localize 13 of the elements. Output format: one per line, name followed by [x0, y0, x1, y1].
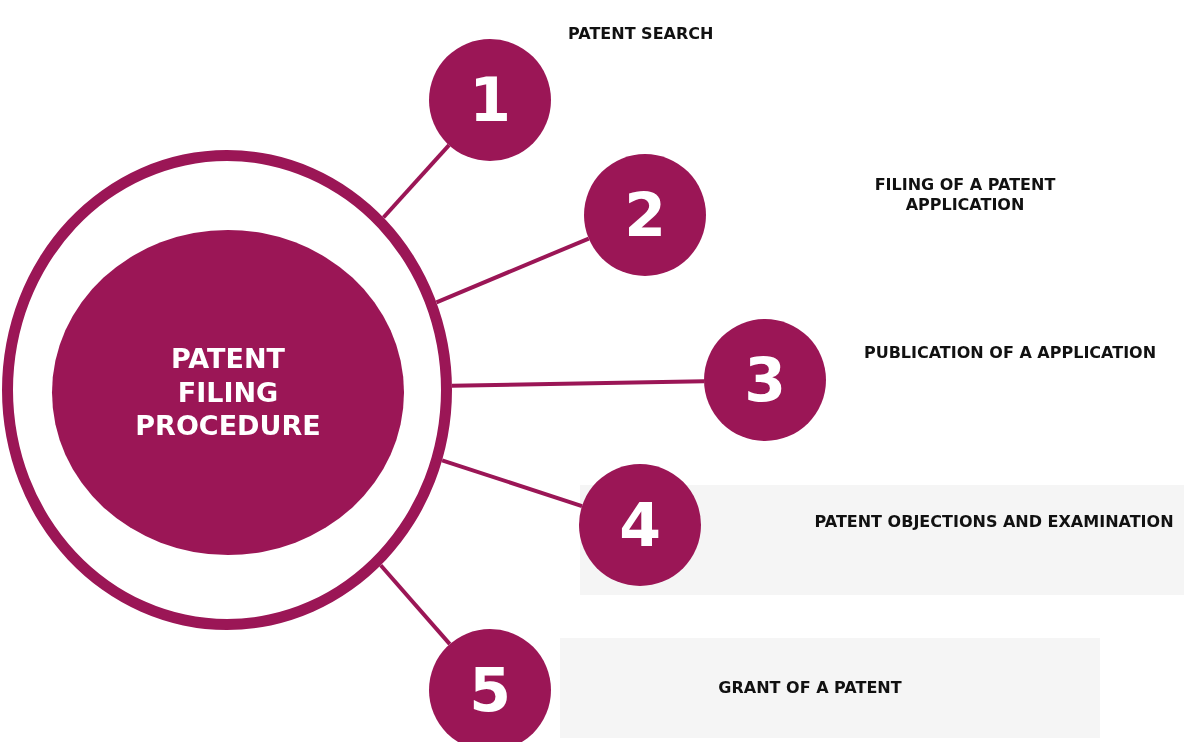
step-label: PATENT SEARCH: [568, 24, 715, 44]
step-number: 2: [624, 185, 666, 245]
step-number: 5: [469, 660, 511, 720]
step-number: 4: [619, 495, 661, 555]
step-number: 3: [744, 350, 786, 410]
step-label: PATENT OBJECTIONS AND EXAMINATION: [813, 512, 1175, 532]
step-label: PUBLICATION OF A APPLICATION: [862, 343, 1158, 363]
connector-line: [379, 564, 452, 646]
center-title: PATENT FILING PROCEDURE: [134, 341, 322, 444]
step-number: 1: [469, 70, 511, 130]
connector-line: [451, 379, 705, 388]
step-label: GRANT OF A PATENT: [717, 678, 903, 698]
step-label: FILING OF A PATENT APPLICATION: [873, 175, 1057, 215]
